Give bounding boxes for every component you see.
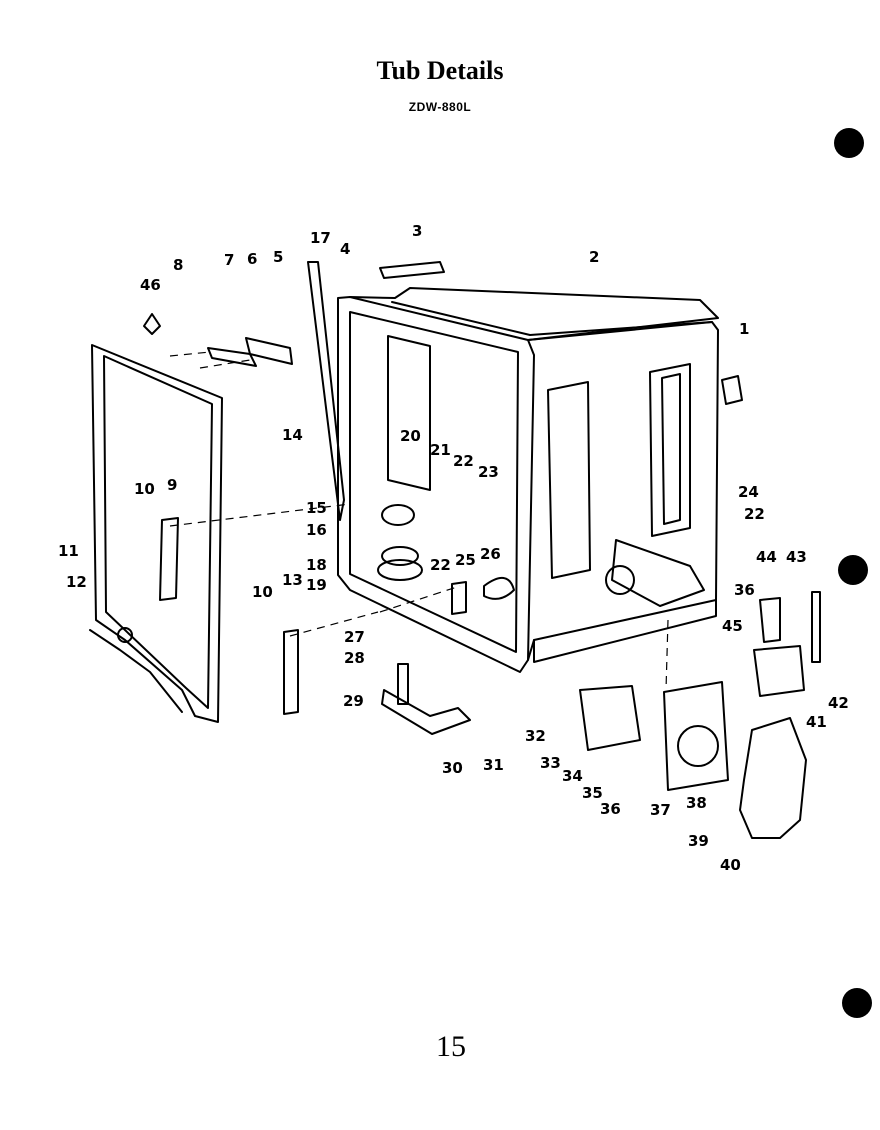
label-22c: 22 <box>430 556 451 574</box>
label-41: 41 <box>806 713 827 731</box>
punch-hole-bottom <box>842 988 872 1018</box>
label-22b: 22 <box>744 505 765 523</box>
label-13: 13 <box>282 571 303 589</box>
label-19: 19 <box>306 576 327 594</box>
inner-tub-opening <box>387 335 431 491</box>
hinge-arm <box>207 347 257 367</box>
rod-43 <box>811 591 821 663</box>
tub-front-frame <box>337 296 535 673</box>
label-36a: 36 <box>600 800 621 818</box>
label-14: 14 <box>282 426 303 444</box>
label-33: 33 <box>540 754 561 772</box>
label-25: 25 <box>455 551 476 569</box>
label-30: 30 <box>442 759 463 777</box>
part-26 <box>483 577 515 600</box>
latch-bracket <box>159 517 179 601</box>
label-42: 42 <box>828 694 849 712</box>
label-3: 3 <box>412 222 422 240</box>
label-29: 29 <box>343 692 364 710</box>
label-38: 38 <box>686 794 707 812</box>
label-44: 44 <box>756 548 777 566</box>
fan-wheel <box>677 725 719 767</box>
tub-side-panel-right <box>649 363 691 537</box>
vent-motor <box>579 685 641 751</box>
label-20: 20 <box>400 427 421 445</box>
vent-bracket <box>611 539 705 607</box>
trim-strip <box>307 261 345 521</box>
label-7: 7 <box>224 251 234 269</box>
label-16: 16 <box>306 521 327 539</box>
label-40: 40 <box>720 856 741 874</box>
label-21: 21 <box>430 441 451 459</box>
label-37: 37 <box>650 801 671 819</box>
label-11: 11 <box>58 542 79 560</box>
label-46: 46 <box>140 276 161 294</box>
page-number: 15 <box>436 1030 466 1063</box>
label-12: 12 <box>66 573 87 591</box>
label-27: 27 <box>344 628 365 646</box>
label-39: 39 <box>688 832 709 850</box>
part-25 <box>451 581 467 615</box>
label-24: 24 <box>738 483 759 501</box>
label-22a: 22 <box>453 452 474 470</box>
label-17: 17 <box>310 229 331 247</box>
vent-cover <box>739 717 807 839</box>
label-9: 9 <box>167 476 177 494</box>
switch-44 <box>759 597 781 643</box>
label-23: 23 <box>478 463 499 481</box>
label-18: 18 <box>306 556 327 574</box>
label-1: 1 <box>739 320 749 338</box>
door-strike <box>283 629 299 715</box>
tub-side-panel-left <box>547 381 591 579</box>
label-10b: 10 <box>252 583 273 601</box>
punch-hole-middle <box>838 555 868 585</box>
label-45: 45 <box>722 617 743 635</box>
punch-hole-top <box>834 128 864 158</box>
label-36b: 36 <box>734 581 755 599</box>
label-28: 28 <box>344 649 365 667</box>
label-31: 31 <box>483 756 504 774</box>
label-6: 6 <box>247 250 257 268</box>
label-4: 4 <box>340 240 350 258</box>
part-46 <box>143 313 161 335</box>
top-bracket <box>379 261 445 279</box>
hinge-plate <box>245 337 293 365</box>
switch-41 <box>753 645 805 697</box>
label-34: 34 <box>562 767 583 785</box>
label-32: 32 <box>525 727 546 745</box>
model-number: ZDW-880L <box>408 100 472 114</box>
hinge-assembly <box>381 689 471 735</box>
label-15: 15 <box>306 499 327 517</box>
label-35: 35 <box>582 784 603 802</box>
fan-housing <box>663 681 729 791</box>
side-bracket <box>721 375 743 405</box>
label-8: 8 <box>173 256 183 274</box>
label-2: 2 <box>589 248 599 266</box>
label-26: 26 <box>480 545 501 563</box>
label-10a: 10 <box>134 480 155 498</box>
door-gasket-frame <box>89 344 223 723</box>
tub-top <box>349 287 719 341</box>
label-5: 5 <box>273 248 283 266</box>
label-43: 43 <box>786 548 807 566</box>
fill-funnel <box>381 504 415 526</box>
page-title: Tub Details <box>376 56 504 85</box>
